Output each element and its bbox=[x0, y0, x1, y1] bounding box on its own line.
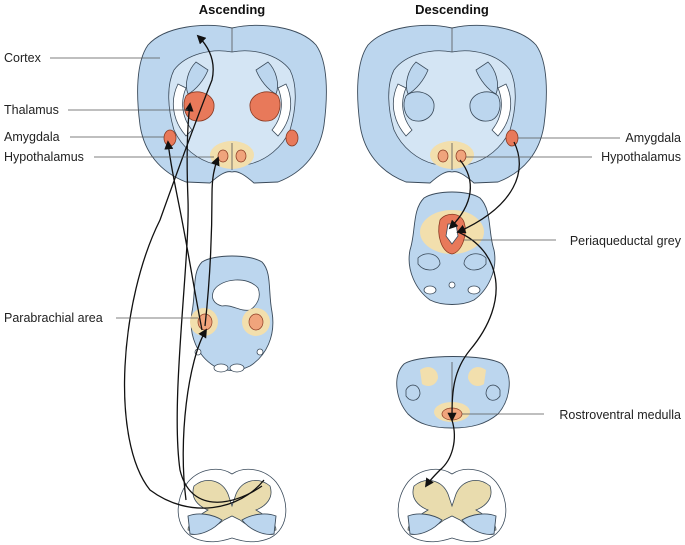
ascending-path-amygdala bbox=[164, 140, 203, 331]
ascending-path-thalamus bbox=[176, 102, 263, 503]
ascending-path-parabrachial bbox=[182, 328, 207, 501]
ascending-heading: Ascending bbox=[199, 2, 266, 17]
label-periaqueductal-grey: Periaqueductal grey bbox=[570, 234, 682, 248]
right-labels: Amygdala Hypothalamus Periaqueductal gre… bbox=[462, 131, 682, 422]
descending-path-rvm bbox=[424, 419, 455, 488]
ascending-pathways bbox=[123, 34, 265, 509]
thalamus-left bbox=[183, 91, 215, 122]
label-thalamus: Thalamus bbox=[4, 103, 59, 117]
hypothalamus-right-nucleus bbox=[235, 149, 247, 163]
descending-heading: Descending bbox=[415, 2, 489, 17]
hypothalamus-left-nucleus bbox=[217, 149, 229, 163]
descending-pathways bbox=[424, 141, 520, 488]
label-amygdala-left: Amygdala bbox=[4, 130, 60, 144]
right-hypothalamus-right-nucleus bbox=[455, 149, 467, 163]
label-parabrachial-area: Parabrachial area bbox=[4, 311, 103, 325]
ascending-path-hypothalamus bbox=[204, 156, 220, 327]
left-spinal-cord bbox=[177, 468, 287, 543]
descending-path-pag bbox=[447, 231, 497, 422]
label-cortex: Cortex bbox=[4, 51, 42, 65]
right-brain-section bbox=[357, 24, 547, 184]
descending-path-hypothalamus bbox=[448, 159, 471, 230]
right-amygdala-nucleus bbox=[505, 129, 519, 147]
amygdala-left-nucleus bbox=[163, 129, 177, 147]
label-hypothalamus-right: Hypothalamus bbox=[601, 150, 681, 164]
label-hypothalamus-left: Hypothalamus bbox=[4, 150, 84, 164]
left-brain-section bbox=[137, 24, 327, 184]
right-spinal-cord bbox=[397, 468, 507, 543]
right-hypothalamus-left-nucleus bbox=[437, 149, 449, 163]
descending-path-amygdala bbox=[456, 141, 520, 234]
pons-section bbox=[190, 255, 274, 373]
ascending-path-cortex bbox=[123, 34, 265, 509]
amygdala-right-nucleus bbox=[285, 129, 299, 147]
label-amygdala-right: Amygdala bbox=[625, 131, 681, 145]
left-labels: Cortex Thalamus Amygdala Hypothalamus Pa… bbox=[4, 51, 214, 325]
label-rostroventral-medulla: Rostroventral medulla bbox=[559, 408, 681, 422]
thalamus-right bbox=[249, 91, 281, 122]
parabrachial-right-nucleus bbox=[248, 313, 264, 331]
